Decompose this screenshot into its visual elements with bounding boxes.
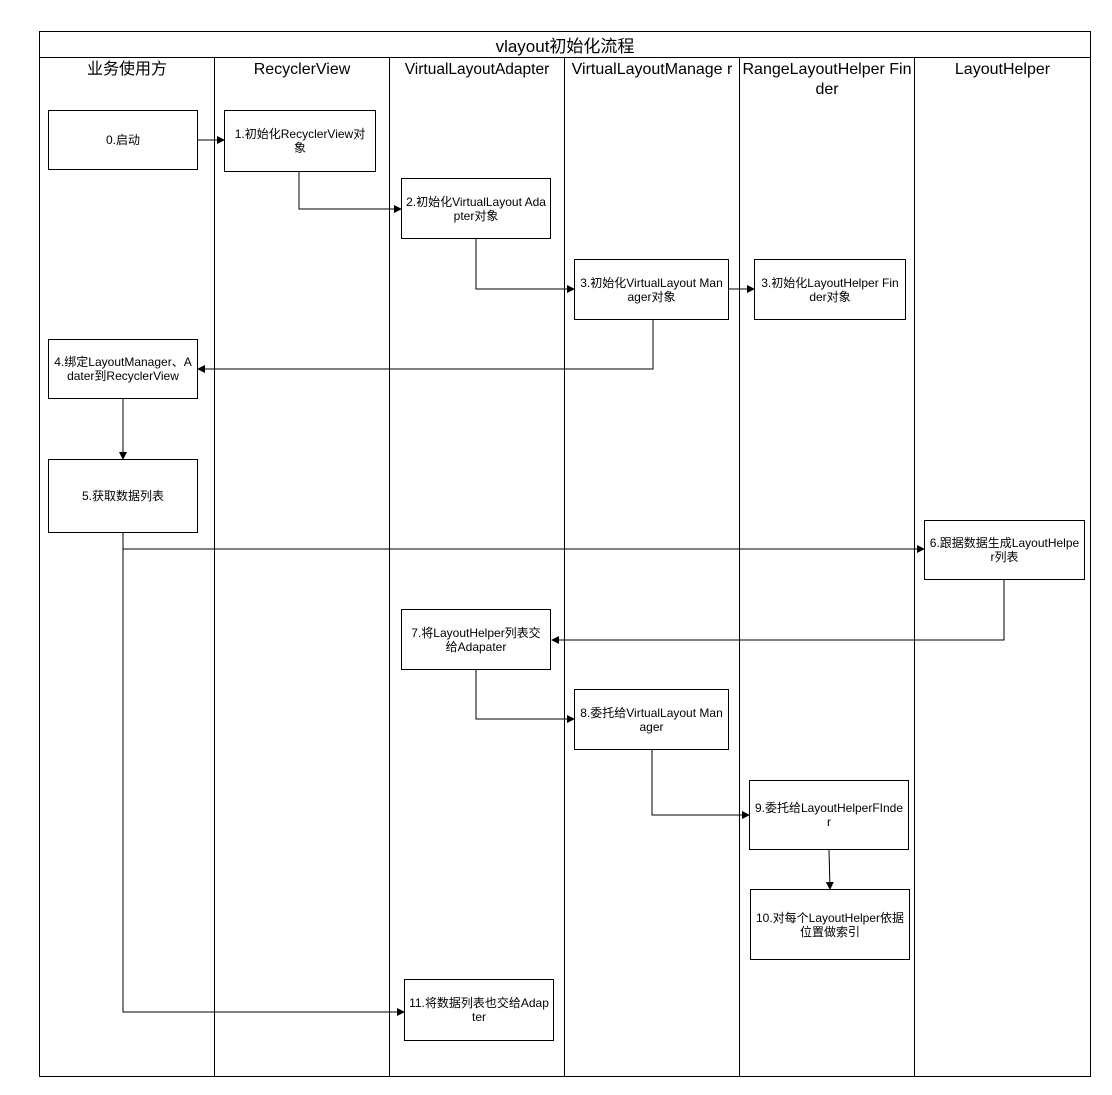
- lane-divider: [564, 58, 565, 1076]
- lane-divider: [914, 58, 915, 1076]
- step-3-init-manager: 3.初始化VirtualLayout Manager对象: [574, 259, 729, 320]
- step-0-start: 0.启动: [48, 110, 198, 170]
- diagram-frame: [39, 31, 1091, 1077]
- lane-title-business: 业务使用方: [86, 61, 167, 78]
- lane-title-recyclerview: RecyclerView: [253, 61, 351, 78]
- step-5-fetch-data: 5.获取数据列表: [48, 459, 198, 533]
- diagram-title: vlayout初始化流程: [39, 31, 1091, 58]
- step-8-delegate-manager: 8.委托给VirtualLayout Manager: [574, 689, 729, 750]
- lane-title-layouthelper: LayoutHelper: [954, 61, 1051, 78]
- lane-title-rangelayouthelperfinder: RangeLayoutHelper Finder: [742, 61, 912, 98]
- step-1-init-recyclerview: 1.初始化RecyclerView对象: [224, 110, 376, 172]
- lane-title-virtuallayoutadapter: VirtualLayoutAdapter: [404, 61, 550, 78]
- lane-divider: [389, 58, 390, 1076]
- lane-divider: [739, 58, 740, 1076]
- step-7-hand-to-adapter: 7.将LayoutHelper列表交给Adapater: [401, 609, 551, 670]
- step-3-init-finder: 3.初始化LayoutHelper Finder对象: [754, 259, 906, 320]
- lane-divider: [214, 58, 215, 1076]
- lane-title-virtuallayoutmanager: VirtualLayoutManage r: [571, 61, 733, 78]
- step-10-index-layouthelpers: 10.对每个LayoutHelper依据位置做索引: [750, 889, 910, 960]
- step-9-delegate-finder: 9.委托给LayoutHelperFInder: [749, 780, 909, 850]
- step-11-data-to-adapter: 11.将数据列表也交给Adapter: [404, 979, 554, 1041]
- step-2-init-adapter: 2.初始化VirtualLayout Adapter对象: [401, 178, 551, 239]
- step-6-generate-layouthelpers: 6.跟据数据生成LayoutHelper列表: [924, 520, 1085, 580]
- step-4-bind-layoutmanager: 4.绑定LayoutManager、Adater到RecyclerView: [48, 339, 198, 399]
